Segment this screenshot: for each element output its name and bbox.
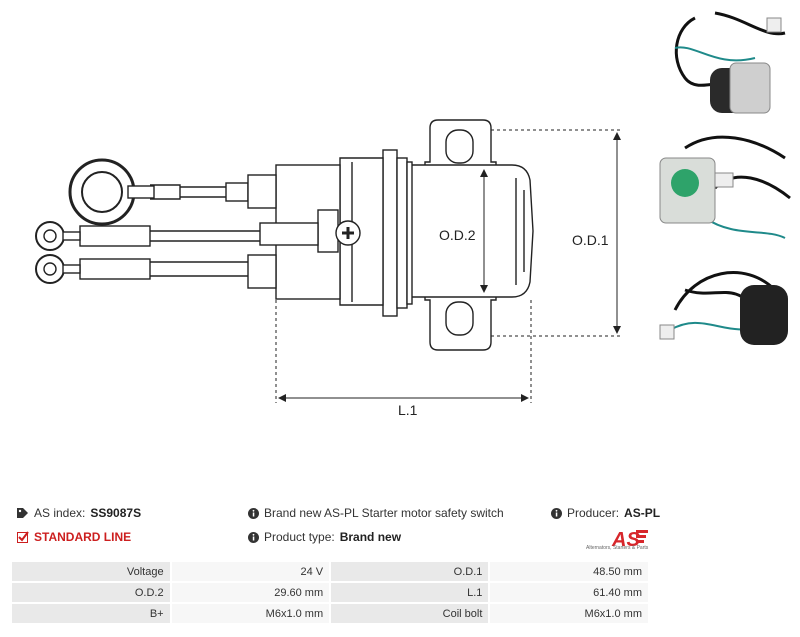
table-row: O.D.2 29.60 mm L.1 61.40 mm — [12, 583, 648, 602]
standard-line-row: STANDARD LINE — [17, 530, 131, 544]
as-index-value: SS9087S — [90, 506, 142, 520]
product-type-row: Product type: Brand new — [248, 530, 401, 544]
product-type-value: Brand new — [339, 530, 402, 544]
description-text: Brand new AS-PL Starter motor safety swi… — [264, 506, 504, 520]
spec-value: M6x1.0 mm — [490, 604, 648, 623]
as-pl-logo: AS — [611, 529, 648, 551]
product-photo-rear — [659, 271, 788, 345]
producer-value: AS-PL — [624, 506, 661, 520]
logo-tagline: Alternators, Starters & Parts — [586, 545, 649, 551]
spec-value: 29.60 mm — [171, 583, 330, 602]
table-row: Voltage 24 V O.D.1 48.50 mm — [12, 562, 648, 581]
description-row: Brand new AS-PL Starter motor safety swi… — [248, 506, 504, 520]
info-icon — [248, 507, 259, 519]
product-photo-front — [674, 11, 786, 114]
as-index-label: AS index: — [34, 506, 86, 520]
od1-label: O.D.1 — [572, 232, 609, 248]
spec-label: O.D.1 — [331, 562, 489, 581]
spec-value: 61.40 mm — [490, 583, 648, 602]
spec-label: B+ — [12, 604, 170, 623]
spec-value: M6x1.0 mm — [171, 604, 330, 623]
product-type-label: Product type: — [264, 530, 335, 544]
od2-label: O.D.2 — [439, 227, 476, 243]
info-icon — [248, 531, 259, 543]
product-photo-side — [659, 135, 791, 239]
collar — [382, 149, 398, 317]
spec-label: O.D.2 — [12, 583, 170, 602]
spec-value: 24 V — [171, 562, 330, 581]
standard-line-label: STANDARD LINE — [34, 530, 132, 544]
svg-text:AS: AS — [611, 529, 640, 551]
spec-label: Coil bolt — [331, 604, 489, 623]
producer-row: Producer: AS-PL — [551, 506, 660, 520]
solenoid-body — [409, 164, 534, 298]
spec-value: 48.50 mm — [490, 562, 648, 581]
info-icon — [551, 507, 562, 519]
spec-label: Voltage — [12, 562, 170, 581]
specs-table: Voltage 24 V O.D.1 48.50 mm O.D.2 29.60 … — [10, 560, 650, 625]
technical-drawing: O.D.1 O.D.2 L.1 — [35, 119, 621, 418]
tag-icon — [17, 508, 29, 518]
as-index-row: AS index: SS9087S — [17, 506, 141, 520]
l1-label: L.1 — [398, 402, 418, 418]
producer-label: Producer: — [567, 506, 620, 520]
table-row: B+ M6x1.0 mm Coil bolt M6x1.0 mm — [12, 604, 648, 623]
checkbox-icon — [17, 531, 29, 543]
spec-label: L.1 — [331, 583, 489, 602]
